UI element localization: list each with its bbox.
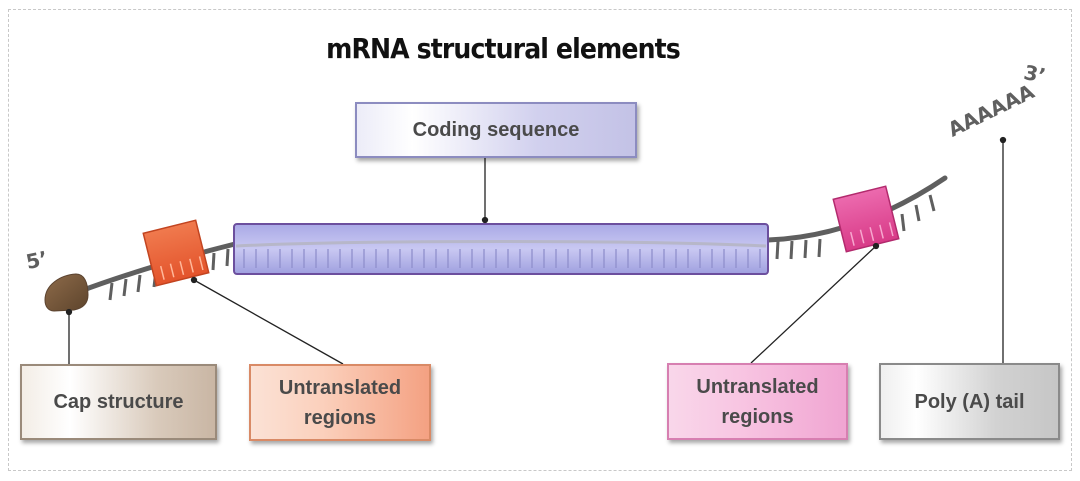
utr-5-block bbox=[142, 219, 210, 287]
strand-5-prime bbox=[75, 241, 238, 295]
leader-utr-3 bbox=[750, 245, 877, 364]
diagram-frame bbox=[8, 9, 1072, 471]
cap-structure-label-box: Cap structure bbox=[20, 364, 217, 440]
utr-3-label: Untranslated regions bbox=[696, 375, 819, 428]
coding-sequence-label-box: Coding sequence bbox=[355, 102, 637, 158]
coding-sequence-label: Coding sequence bbox=[412, 119, 580, 141]
utr-3-block bbox=[832, 185, 900, 253]
coding-sequence-bar bbox=[233, 223, 769, 275]
diagram-title: mRNA structural elements bbox=[326, 32, 681, 65]
poly-a-tail-label-box: Poly (A) tail bbox=[879, 363, 1060, 440]
cap-structure-label: Cap structure bbox=[53, 391, 184, 413]
utr-5-label-box: Untranslated regions bbox=[249, 364, 431, 441]
leader-utr-5 bbox=[193, 279, 344, 365]
poly-a-tail-label: Poly (A) tail bbox=[914, 390, 1025, 413]
leader-lines bbox=[65, 136, 1007, 365]
cap-structure-shape bbox=[44, 273, 89, 312]
utr-5-label: Untranslated regions bbox=[278, 376, 402, 429]
utr-3-label-box: Untranslated regions bbox=[667, 363, 848, 440]
nucleotide-ticks-3-prime bbox=[775, 194, 936, 260]
five-prime-end-label: 5’ bbox=[23, 246, 50, 274]
